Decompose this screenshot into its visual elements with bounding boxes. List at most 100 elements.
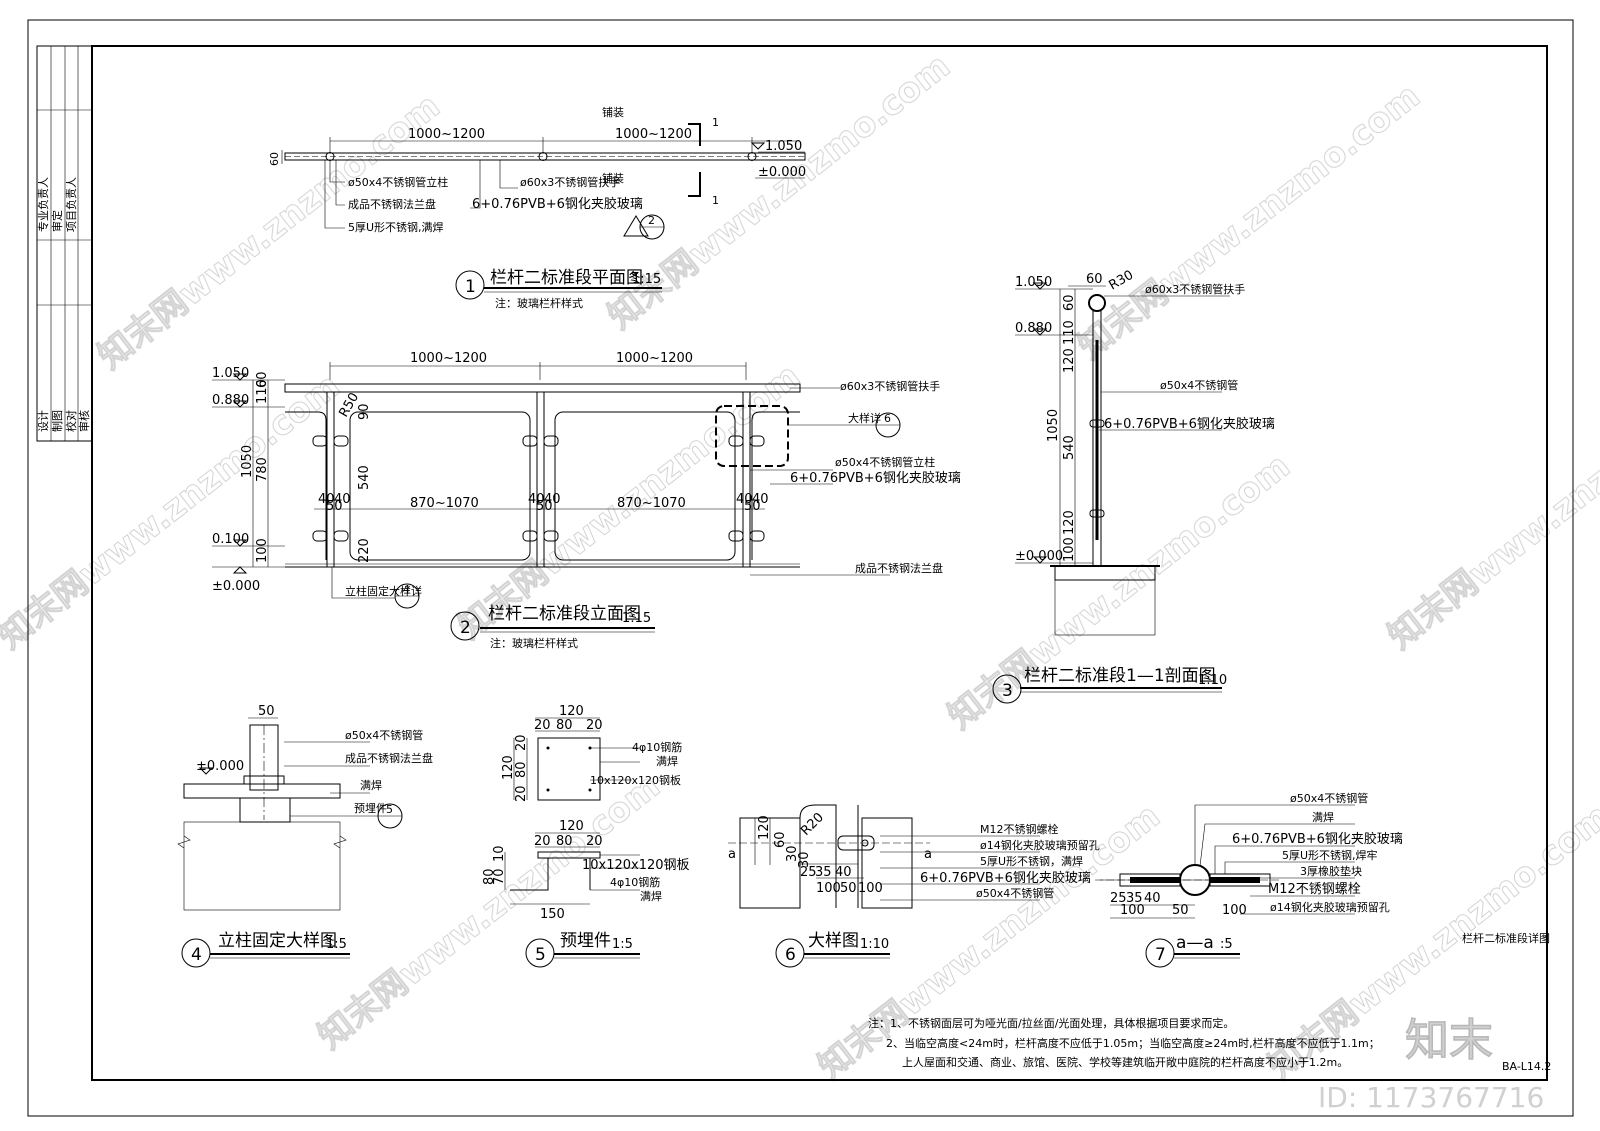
note-line: 注：1、不锈钢面层可为哑光面/拉丝面/光面处理，具体根据项目要求而定。 (868, 1016, 1234, 1030)
plan-label-handrail: ø60x3不锈钢管扶手 (520, 175, 620, 189)
plan-dim-b: 1000~1200 (615, 127, 692, 142)
cut-mark: 1 (712, 194, 719, 207)
elev-title: 栏杆二标准段立面图 (488, 604, 641, 624)
aa-label: M12不锈钢螺栓 (1268, 882, 1361, 897)
embed-top-dim: 20 (534, 718, 551, 733)
detail-radius: R20 (798, 810, 827, 839)
aa-label: ø50x4不锈钢管 (1290, 791, 1368, 805)
detail-vdim: 30 (785, 845, 800, 862)
section-label-handrail: ø60x3不锈钢管扶手 (1145, 282, 1245, 296)
title-circle-icon (455, 270, 485, 300)
elev-hdim: 40 (752, 492, 769, 507)
embed-mid-dim: 80 (556, 834, 573, 849)
elev-vdim: 780 (255, 457, 270, 482)
plan-level-bottom: ±0.000 (758, 165, 806, 180)
inner-frame (91, 45, 1548, 1081)
title-block-label: 设计 (37, 410, 50, 432)
section-vdim: 120 (1062, 510, 1077, 535)
elev-vdim: 1050 (240, 445, 255, 478)
detail-label: ø50x4不锈钢管 (976, 886, 1054, 900)
section-handrail (1088, 294, 1106, 312)
embed-label2: 4φ10钢筋 (610, 875, 660, 889)
embed-plate-plan (537, 737, 601, 801)
aa-label: 3厚橡胶垫块 (1300, 864, 1362, 878)
elev-label-handrail: ø60x3不锈钢管扶手 (840, 379, 940, 393)
note-line: 2、当临空高度<24m时，栏杆高度不应低于1.05m；当临空高度≥24m时,栏杆… (886, 1036, 1380, 1050)
post-label-tube: ø50x4不锈钢管 (345, 728, 423, 742)
elev-vdim: 60 (255, 371, 270, 388)
section-label-post: ø50x4不锈钢管 (1160, 378, 1238, 392)
post-scale: 1:5 (326, 937, 347, 952)
section-dim-60: 60 (1086, 272, 1103, 287)
section-scale: 1:10 (1198, 673, 1227, 688)
embed-v-dim: 70 (492, 868, 507, 885)
embed-bot-dim: 150 (540, 907, 565, 922)
elev-hdim: 40 (318, 492, 335, 507)
elev-level: 1.050 (212, 366, 249, 381)
elev-vdim: 100 (255, 538, 270, 563)
aa-label: ø14钢化夹胶玻璃预留孔 (1270, 900, 1390, 914)
aa-section: 25 35 40 100 50 100 ø50x4不锈钢管 满焊 6+0.76P… (1095, 791, 1403, 968)
plan-paving-bottom: 铺装 (602, 172, 624, 185)
elev-level: 0.880 (212, 393, 249, 408)
elev-label-flange: 成品不锈钢法兰盘 (855, 561, 943, 575)
embed-v-dim: 10 (492, 845, 507, 862)
detail-cut: a (924, 847, 932, 862)
detail-hdim: 25 (800, 865, 817, 880)
elev-post (326, 391, 335, 568)
embed-side-dim: 120 (501, 755, 516, 780)
id-text: ID: 1173767716 (1318, 1081, 1544, 1114)
elev-hdim: 40 (544, 492, 561, 507)
plan-dim-60: 60 (268, 152, 281, 166)
watermark-text: 知末网www.znzmo.com (601, 46, 958, 337)
embed-title: 预埋件 (560, 931, 611, 951)
embed-mid-dim: 120 (559, 819, 584, 834)
plan-label-flange: 成品不锈钢法兰盘 (348, 197, 436, 211)
brand-logo: 知末 (1405, 1015, 1493, 1066)
section-title: 栏杆二标准段1—1剖面图 (1024, 666, 1216, 686)
detail-title: 大样图 (808, 931, 859, 951)
elev-hdim: 40 (736, 492, 753, 507)
detail-label: 5厚U形不锈钢，满焊 (980, 854, 1083, 868)
elev-hdim: 40 (334, 492, 351, 507)
plan-level-top: 1.050 (765, 139, 802, 154)
elev-label-post: ø50x4不锈钢管立柱 (835, 455, 935, 469)
section-vdim: 120 (1062, 348, 1077, 373)
elev-glass-panel (554, 411, 736, 561)
detail-vdim: 60 (773, 831, 788, 848)
detail-hdim: 40 (835, 865, 852, 880)
post-number: 4 (191, 945, 202, 965)
elev-dim-top: 1000~1200 (616, 351, 693, 366)
elev-ref4: 4 (403, 583, 410, 596)
plan-number: 1 (465, 277, 476, 297)
notes: 注：1、不锈钢面层可为哑光面/拉丝面/光面处理，具体根据项目要求而定。 2、当临… (868, 1016, 1380, 1069)
watermark-text: 知末网www.znzmo.com (1381, 366, 1600, 657)
embed-side-dim: 20 (514, 785, 529, 802)
embed-v-dim: 80 (482, 868, 497, 885)
elev-post (742, 391, 751, 568)
embed-top-dim: 80 (556, 718, 573, 733)
plan-label-glass: 6+0.76PVB+6钢化夹胶玻璃 (472, 196, 643, 212)
detail-label: M12不锈钢螺栓 (980, 822, 1059, 836)
elev-level: 0.100 (212, 532, 249, 547)
section-vdim: 110 (1062, 320, 1077, 345)
elev-hdim: 40 (528, 492, 545, 507)
section-number: 3 (1002, 681, 1013, 701)
plan-paving-top: 铺装 (602, 106, 624, 119)
aa-hdim: 100 (1222, 903, 1247, 918)
embed-number: 5 (535, 945, 546, 965)
detail-label: 6+0.76PVB+6钢化夹胶玻璃 (920, 870, 1091, 886)
embed-label: 4φ10钢筋 (632, 740, 682, 754)
post-fixing-detail: 50 ±0.000 ø50x4不锈钢管 成品不锈钢法兰盘 满焊 预埋件 5 4 … (177, 704, 433, 968)
elev-handrail (284, 383, 801, 393)
aa-number: 7 (1155, 945, 1166, 965)
detail-callout-box (715, 405, 789, 467)
aa-title: a—a (1176, 933, 1214, 953)
plan-title: 栏杆二标准段平面图 (490, 268, 643, 288)
section-vdim: 1050 (1046, 409, 1061, 442)
aa-hdim: 40 (1144, 891, 1161, 906)
elev-hdim: 50 (326, 499, 343, 514)
post-label-weld: 满焊 (360, 778, 382, 792)
elev-glass-panel (349, 411, 531, 561)
